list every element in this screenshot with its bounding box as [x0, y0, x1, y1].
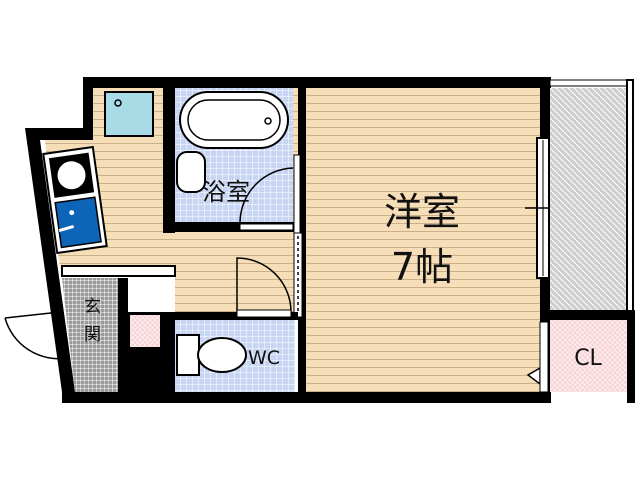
front-door[interactable] — [4, 311, 69, 360]
toilet-room: WC — [175, 257, 298, 392]
western-room-label: 洋室 — [384, 190, 460, 234]
wc-label: WC — [248, 347, 280, 369]
sink-icon — [54, 196, 102, 249]
entrance-label-1: 玄 — [84, 297, 101, 317]
bath-label: 浴室 — [202, 178, 250, 206]
western-room: 洋室 7帖 — [306, 88, 540, 392]
washbasin-icon — [176, 151, 206, 193]
washer-space — [104, 91, 154, 137]
entrance: 玄 関 — [4, 265, 176, 392]
bath-door-swing — [239, 167, 294, 223]
wc-door-swing — [236, 257, 292, 313]
balcony — [549, 79, 634, 313]
entrance-label-2: 関 — [84, 325, 101, 345]
closet-label: CL — [574, 346, 602, 371]
bathroom: 浴室 — [163, 88, 298, 233]
shoe-box — [130, 315, 160, 347]
western-room-size: 7帖 — [391, 245, 453, 289]
toilet-icon — [176, 334, 200, 376]
outer-walls — [25, 77, 551, 403]
kitchen-counter — [42, 145, 108, 255]
closet-door[interactable] — [539, 321, 549, 393]
closet: CL — [539, 310, 635, 403]
